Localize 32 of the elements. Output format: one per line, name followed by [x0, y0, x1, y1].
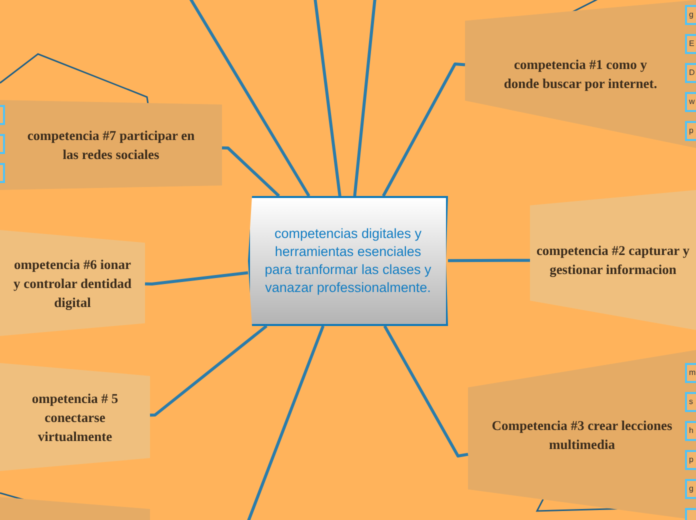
connector-line — [314, 0, 342, 196]
subtopic-tab: g — [685, 479, 696, 499]
subtopic-tab: p — [685, 121, 696, 141]
subtopic-tab: D — [685, 63, 696, 83]
topic-text: Competencia #3 crear lecciones multimedia — [490, 417, 674, 454]
topic-text: competencia #2 capturar y gestionar informacion — [535, 242, 691, 279]
topic-text: competencia #7 participar en las redes sociales — [26, 127, 196, 164]
subtopic-tab: w — [685, 92, 696, 112]
subtopic-tab: h — [685, 421, 696, 441]
subtopic-tab: s — [685, 392, 696, 412]
topic-text: competencias digitales y herramientas esenciales para tranformar las clases y vanazar professionalmente. — [264, 225, 432, 297]
subtopic-tab: m — [685, 363, 696, 383]
connector-line — [144, 271, 248, 286]
subtopic-tab: p — [685, 450, 696, 470]
subtopic-tab: E — [685, 34, 696, 54]
connector-line — [448, 258, 530, 262]
topic-text: competencia #1 como y donde buscar por internet. — [502, 56, 658, 93]
topic-text: ompetencia #6 ionar y controlar dentidad digital — [12, 256, 132, 312]
connector-line — [188, 0, 310, 197]
subtopic-tab: g — [685, 5, 696, 25]
connector-line — [382, 62, 466, 197]
connector-line — [353, 0, 376, 196]
connector-line — [383, 325, 468, 458]
connector-line — [150, 324, 268, 417]
central-topic-box — [248, 196, 448, 326]
topic-card — [0, 497, 150, 520]
topic-card — [468, 350, 696, 520]
connector-line — [222, 146, 280, 198]
topic-card — [0, 100, 222, 190]
topic-text: ompetencia # 5 conectarse virtualmente — [30, 390, 120, 446]
connector-line — [246, 325, 324, 520]
topic-card — [465, 0, 696, 148]
